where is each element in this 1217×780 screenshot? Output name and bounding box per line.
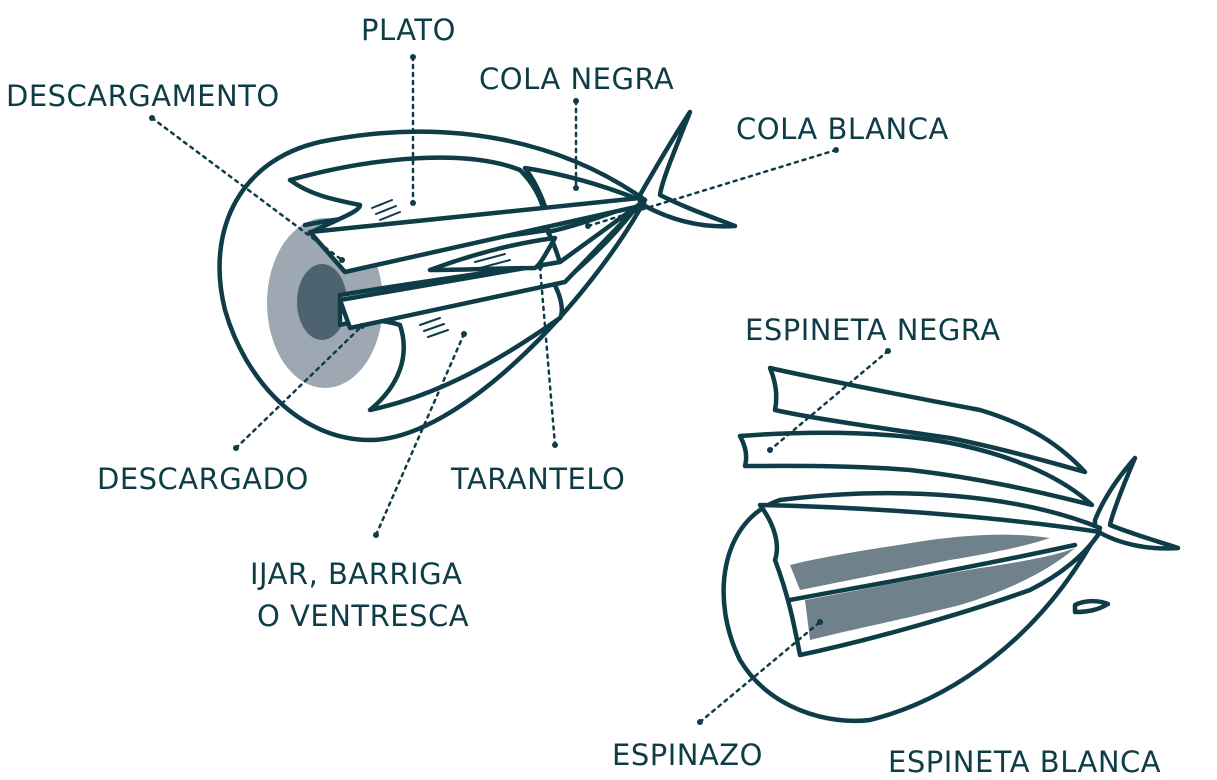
label-espineta-negra: ESPINETA NEGRA bbox=[745, 313, 1001, 347]
tuna-open-illustration bbox=[724, 368, 1178, 721]
label-espineta-blanca: ESPINETA BLANCA bbox=[888, 745, 1161, 779]
label-descargamento: DESCARGAMENTO bbox=[6, 79, 280, 113]
tuna-section-illustration bbox=[220, 112, 735, 440]
label-tarantelo: TARANTELO bbox=[450, 462, 625, 496]
label-ijar-line2: O VENTRESCA bbox=[257, 599, 469, 633]
label-ijar-line1: IJAR, BARRIGA bbox=[250, 557, 462, 591]
tail-fin bbox=[640, 112, 735, 226]
label-plato: PLATO bbox=[361, 13, 456, 47]
label-cola-negra: COLA NEGRA bbox=[479, 62, 674, 96]
label-espinazo: ESPINAZO bbox=[612, 738, 763, 772]
label-descargado: DESCARGADO bbox=[97, 462, 309, 496]
label-cola-blanca: COLA BLANCA bbox=[736, 112, 949, 146]
small-fin bbox=[1075, 601, 1108, 612]
tail-fin-open bbox=[1095, 458, 1178, 548]
